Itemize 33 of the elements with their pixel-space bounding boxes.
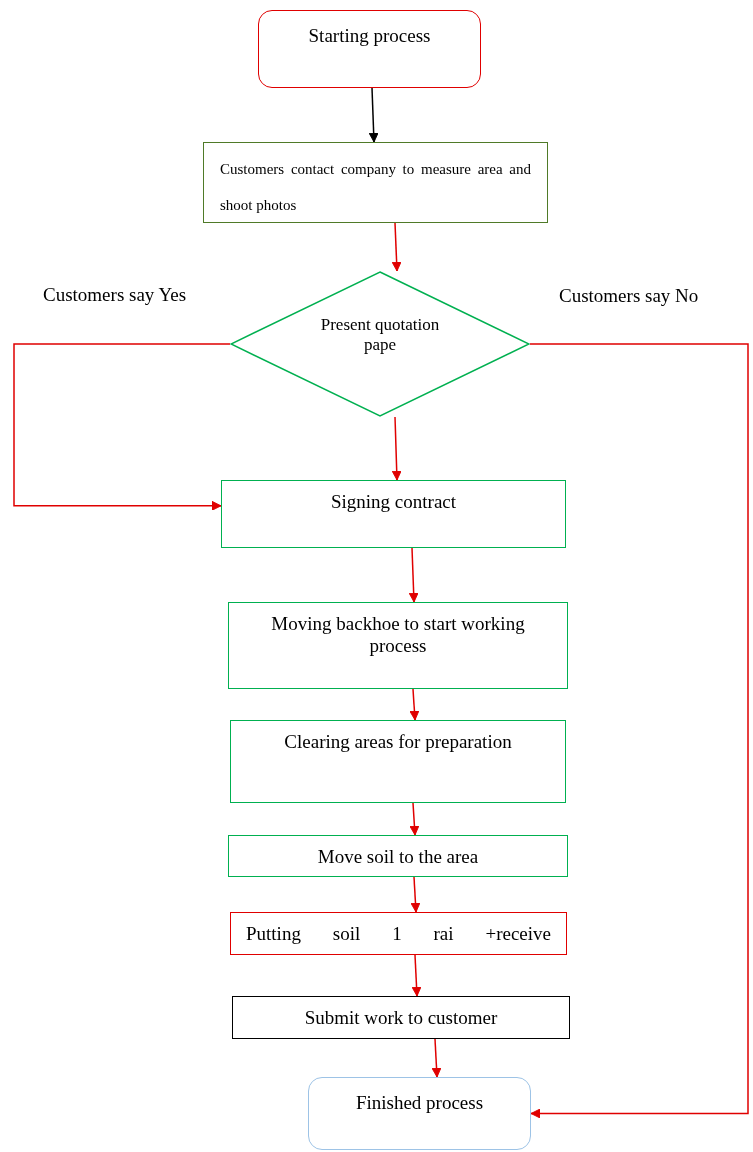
end-terminal bbox=[308, 1077, 531, 1150]
process-box bbox=[228, 835, 568, 877]
arrow bbox=[13, 343, 231, 511]
arrow bbox=[408, 547, 419, 603]
box-text: Finished process bbox=[355, 1092, 484, 1114]
process-box bbox=[228, 602, 568, 689]
arrow bbox=[391, 416, 402, 481]
arrow bbox=[529, 343, 749, 1119]
branch-label: Customers say No bbox=[559, 285, 699, 307]
arrow bbox=[409, 802, 420, 836]
box-text: Customers contact company to measure area and shoot photos bbox=[220, 160, 531, 215]
arrow bbox=[409, 688, 420, 721]
process-box bbox=[232, 996, 570, 1039]
arrow bbox=[391, 222, 402, 272]
arrow bbox=[368, 87, 379, 143]
box-text: Signing contract bbox=[330, 491, 457, 513]
box-text: Moving backhoe to start working process bbox=[270, 613, 526, 657]
branch-label: Customers say Yes bbox=[43, 284, 187, 306]
arrow bbox=[411, 954, 422, 997]
decision-diamond bbox=[230, 271, 530, 417]
process-box bbox=[221, 480, 566, 548]
arrow bbox=[410, 876, 421, 913]
process-box bbox=[230, 720, 566, 803]
process-box bbox=[203, 142, 548, 223]
process-box bbox=[230, 912, 567, 955]
start-terminal bbox=[258, 10, 481, 88]
box-text: Submit work to customer bbox=[304, 1007, 498, 1029]
box-text: Putting soil 1 rai +receive bbox=[246, 923, 551, 945]
box-text: Move soil to the area bbox=[317, 846, 479, 868]
box-text: Present quotation pape bbox=[320, 315, 440, 355]
box-text: Clearing areas for preparation bbox=[284, 731, 512, 753]
box-text: Starting process bbox=[308, 25, 431, 47]
arrow bbox=[431, 1038, 442, 1078]
